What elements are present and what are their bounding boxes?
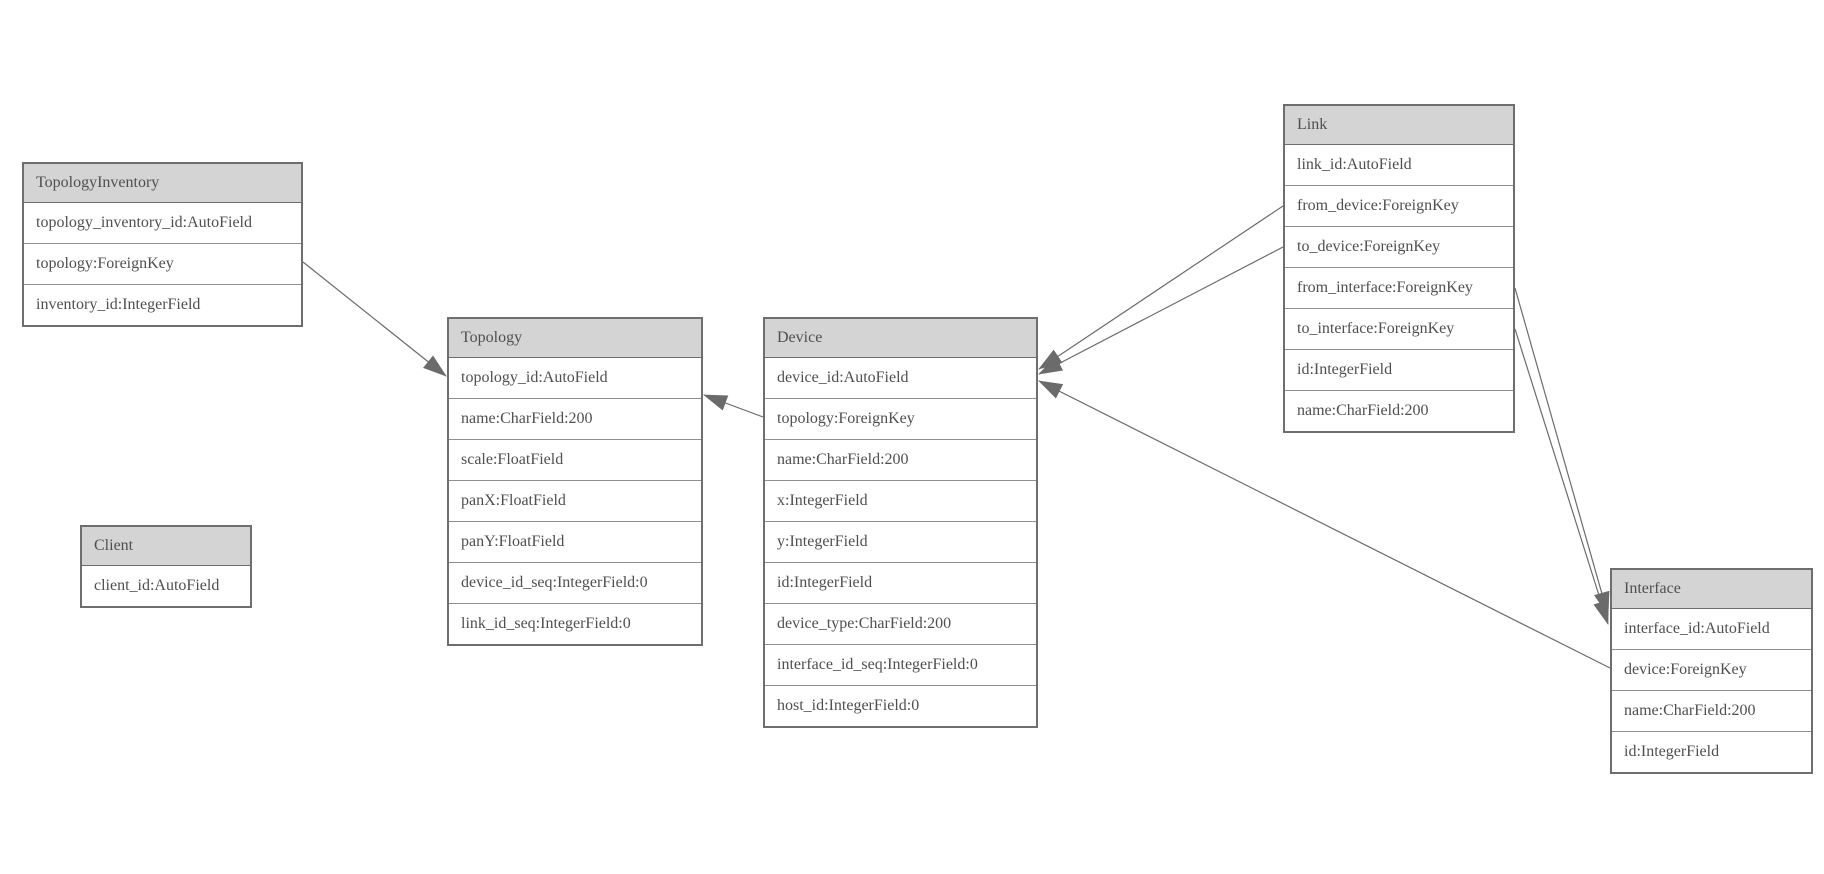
entity-field-row: topology_inventory_id:AutoField [36, 214, 252, 231]
entity-field-row: interface_id:AutoField [1624, 620, 1770, 637]
entity-field-row: panX:FloatField [449, 480, 701, 521]
entity-field-row: interface_id_seq:IntegerField:0 [765, 644, 1036, 685]
entity-field-row: from_interface:ForeignKey [1285, 267, 1513, 308]
entity-field-row: id:IntegerField [765, 562, 1036, 603]
entity-field-row: x:IntegerField [765, 480, 1036, 521]
entity-title-link: Link [1285, 106, 1513, 145]
entity-field-row: device_type:CharField:200 [765, 603, 1036, 644]
entity-title-topology: Topology [449, 319, 701, 358]
entity-field-row: y:IntegerField [765, 521, 1036, 562]
entity-field-row: id:IntegerField [1285, 349, 1513, 390]
entity-field-row: name:CharField:200 [449, 398, 701, 439]
entity-title-interface: Interface [1612, 570, 1811, 609]
entity-field-row: from_device:ForeignKey [1285, 185, 1513, 226]
entity-field-row: link_id:AutoField [1297, 156, 1412, 173]
entity-field-row: name:CharField:200 [1612, 690, 1811, 731]
entity-table-topology: Topology topology_id:AutoField name:CharFi… [447, 317, 703, 646]
relationship-line-link-from_interface-to-interface [1514, 287, 1610, 616]
entity-field-row: topology:ForeignKey [765, 398, 1036, 439]
entity-field-row: device_id:AutoField [777, 369, 909, 386]
relationship-line-link-from_device-to-device [1038, 205, 1284, 370]
entity-field-row: client_id:AutoField [94, 577, 220, 594]
entity-table-topology-inventory: TopologyInventory topology_inventory_id:A… [22, 162, 303, 327]
entity-field-row: topology:ForeignKey [24, 243, 301, 284]
entity-field-row: panY:FloatField [449, 521, 701, 562]
entity-table-client: Client client_id:AutoField [80, 525, 252, 608]
entity-field-row: device_id_seq:IntegerField:0 [449, 562, 701, 603]
relationship-line-topologyinventory-topology-to-topology [302, 261, 447, 377]
entity-table-link: Link link_id:AutoField from_device:Foreign… [1283, 104, 1515, 433]
entity-field-row: scale:FloatField [449, 439, 701, 480]
entity-field-row: topology_id:AutoField [461, 369, 608, 386]
relationship-line-link-to_interface-to-interface [1514, 328, 1609, 625]
entity-field-row: device:ForeignKey [1612, 649, 1811, 690]
entity-field-row: inventory_id:IntegerField [24, 284, 301, 325]
entity-field-row: to_interface:ForeignKey [1285, 308, 1513, 349]
entity-field-row: to_device:ForeignKey [1285, 226, 1513, 267]
entity-field-row: name:CharField:200 [1285, 390, 1513, 431]
relationship-line-link-to_device-to-device [1038, 246, 1284, 375]
entity-field-row: link_id_seq:IntegerField:0 [449, 603, 701, 644]
entity-title-client: Client [82, 527, 250, 566]
relationship-line-device-topology-to-topology [703, 394, 764, 418]
entity-table-device: Device device_id:AutoField topology:Foreig… [763, 317, 1038, 728]
entity-title-topology-inventory: TopologyInventory [24, 164, 301, 203]
entity-field-row: host_id:IntegerField:0 [765, 685, 1036, 726]
entity-title-device: Device [765, 319, 1036, 358]
entity-field-row: id:IntegerField [1612, 731, 1811, 772]
entity-field-row: name:CharField:200 [765, 439, 1036, 480]
entity-table-interface: Interface interface_id:AutoField device:Fo… [1610, 568, 1813, 774]
